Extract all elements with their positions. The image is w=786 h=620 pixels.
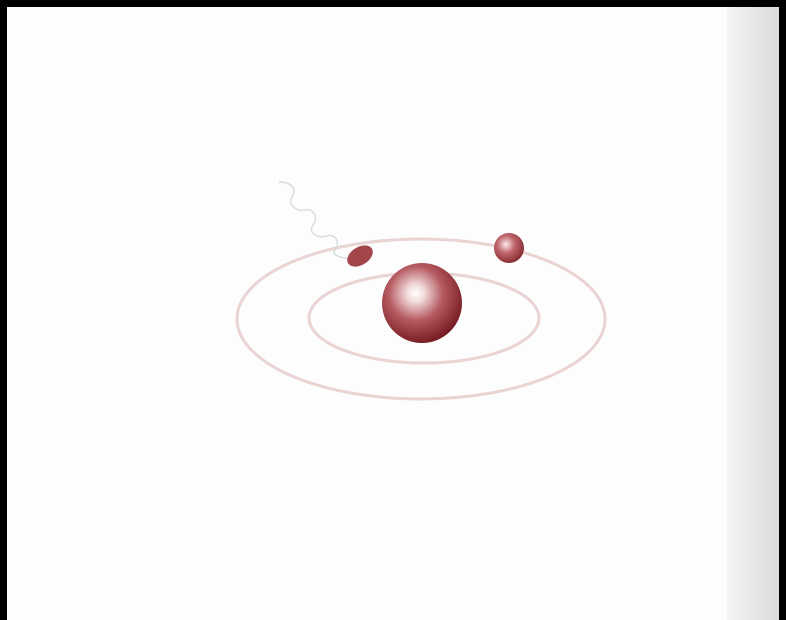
- electron: [494, 233, 524, 263]
- nucleus: [382, 263, 462, 343]
- side-shadow: [727, 7, 779, 620]
- atom-diagram: [7, 7, 779, 620]
- diagram-canvas: [7, 7, 779, 620]
